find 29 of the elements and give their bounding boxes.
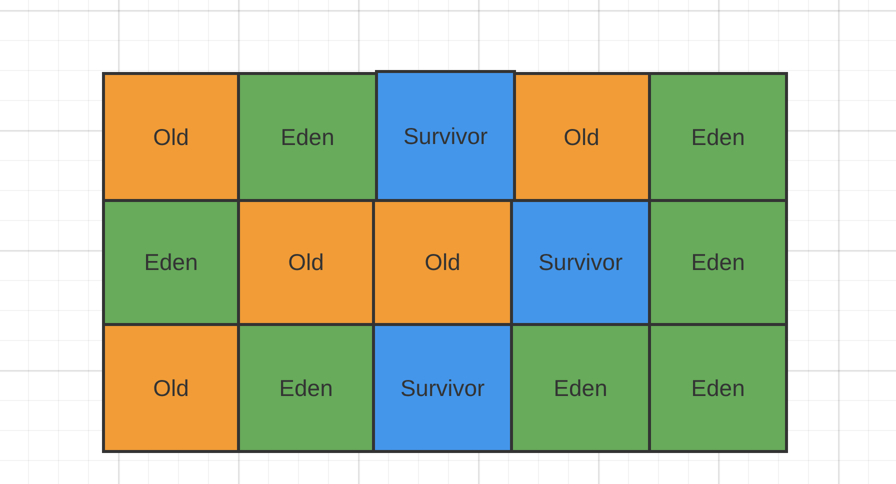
region-label: Eden — [279, 374, 333, 402]
memory-region-box — [375, 70, 516, 202]
region-label: Eden — [691, 124, 745, 150]
region-label: Eden — [691, 249, 745, 276]
memory-region-box — [372, 199, 513, 326]
region-label: Eden — [691, 374, 745, 402]
region-label: Old — [424, 249, 460, 276]
region-label: Old — [153, 124, 189, 150]
region-label: Survivor — [538, 249, 623, 276]
memory-region-box — [648, 199, 788, 326]
region-label: Eden — [554, 374, 608, 402]
memory-region-box — [102, 72, 240, 202]
region-label: Survivor — [400, 374, 485, 402]
memory-region-box — [372, 323, 513, 453]
region-label: Eden — [144, 249, 198, 276]
memory-region-box — [237, 72, 378, 202]
region-label: Old — [564, 124, 600, 150]
region-label: Eden — [280, 124, 334, 150]
memory-region-box — [237, 199, 375, 326]
memory-region-box — [237, 323, 375, 453]
memory-region-box — [510, 199, 651, 326]
memory-region-box — [102, 199, 240, 326]
memory-region-box — [510, 323, 651, 453]
memory-region-box — [648, 323, 788, 453]
region-label: Old — [153, 374, 189, 402]
memory-region-box — [648, 72, 788, 202]
memory-region-box — [102, 323, 240, 453]
region-label: Old — [288, 249, 324, 276]
region-label: Survivor — [403, 122, 488, 150]
